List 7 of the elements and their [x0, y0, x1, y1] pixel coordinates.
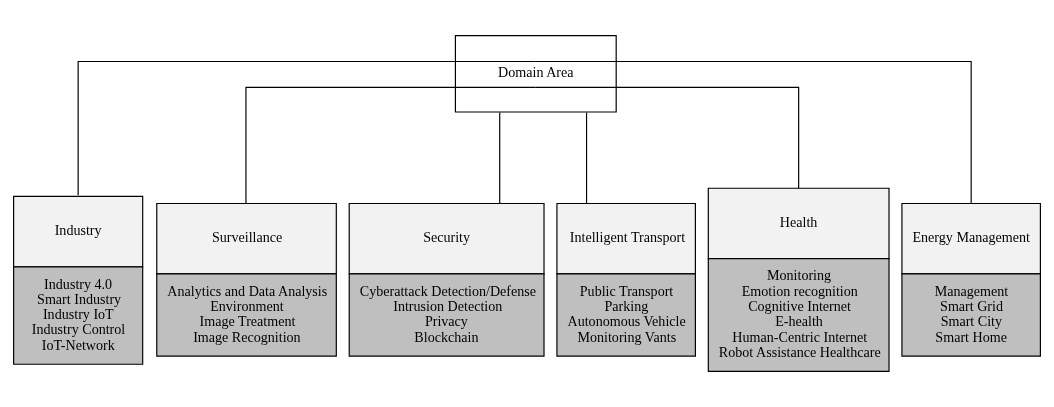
connector — [585, 111, 588, 205]
connector — [535, 60, 972, 205]
connector — [499, 111, 501, 205]
connector — [535, 86, 800, 189]
node-box: Domain Area — [454, 35, 617, 113]
connector — [245, 86, 537, 205]
connector — [77, 60, 537, 196]
